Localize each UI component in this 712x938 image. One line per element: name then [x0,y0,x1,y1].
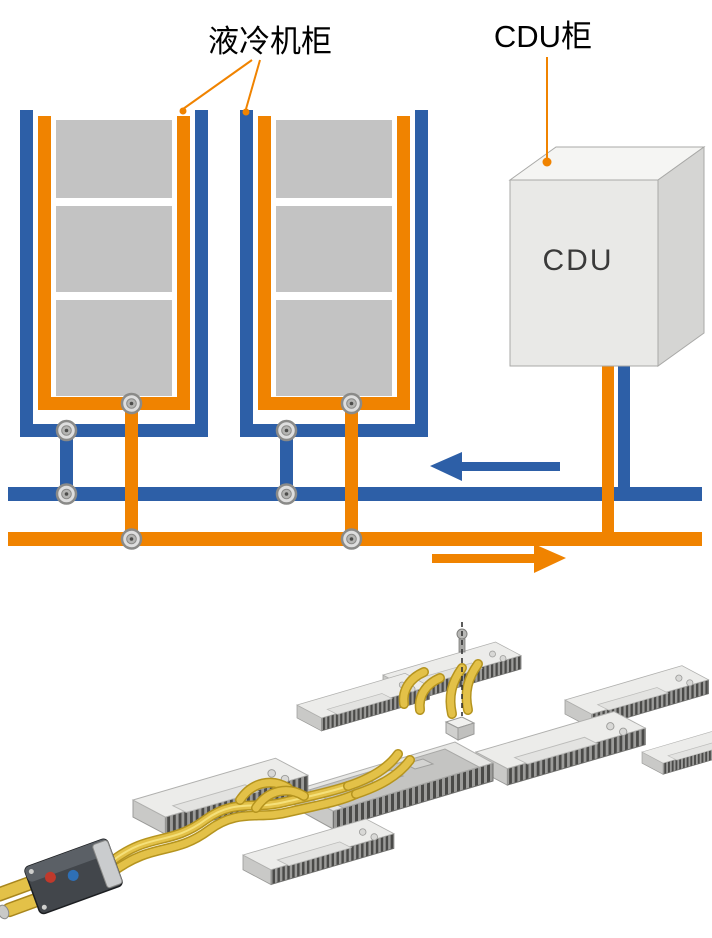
server-assembly-illustration [0,622,712,920]
flow-arrow-left [430,452,560,481]
server-block [276,300,392,396]
cabinet-blue-pipe-left [20,110,33,437]
valve [120,392,143,415]
cabinet-blue-pipe-bottom [240,424,428,437]
server-module [475,711,646,786]
cabinet-blue-pipe-right [415,110,428,437]
valve [55,419,78,442]
valve [55,483,78,505]
server-block [276,120,392,198]
cdu-blue-riser-pipe [618,366,630,501]
cdu-label: CDU柜 [494,19,592,54]
liquid-cooling-cabinet-2 [240,110,428,546]
blue-port-marker [67,869,79,881]
cabinet-orange-pipe-left [258,116,271,410]
cdu-orange-riser-pipe [602,366,614,546]
connector-metal-end [92,840,123,889]
valve [340,528,363,550]
cabinet-orange-pipe-right [397,116,410,410]
cabinet-blue-pipe-bottom [20,424,208,437]
valve [275,483,298,505]
server-module [242,818,395,885]
server-block [56,300,172,396]
leader-dot [542,157,552,167]
cabinet-orange-pipe-right [177,116,190,410]
server-block [276,206,392,292]
insert-connector-block [444,716,476,741]
screw-icon [28,869,34,875]
cabinet-orange-pipe-bottom [38,397,190,410]
cdu-box: CDU [508,146,706,367]
server-module [564,665,709,729]
liquid-cooling-cabinet-1 [20,110,208,546]
server-module [641,724,712,775]
server-block [56,206,172,292]
leader-dot [179,107,187,115]
cdu-box-side-face [657,146,705,367]
valve [340,392,363,415]
cabinet-orange-drop-pipe [125,410,138,546]
flow-arrow-right [432,544,566,573]
liquid-quick-connector [0,838,123,920]
valve [275,419,298,442]
cdu-box-text: CDU [543,244,614,277]
cabinet-blue-pipe-left [240,110,253,437]
red-port-marker [44,871,56,883]
cabinet-leader-line [245,59,261,110]
cabinet-orange-drop-pipe [345,410,358,546]
screw-icon [41,904,47,910]
valve [120,528,143,550]
barrel-tip [0,904,10,920]
leader-dot [242,108,250,116]
server-block [56,120,172,198]
coolant-tubes [107,659,483,876]
cdu-box-front-face [509,179,659,367]
cabinet-leader-line [182,59,253,110]
cabinet-orange-pipe-bottom [258,397,410,410]
insertion-guide [444,622,476,741]
connector-body-top [25,839,111,882]
cabinet-orange-pipe-left [38,116,51,410]
cabinet-blue-pipe-right [195,110,208,437]
cabinet-label: 液冷机柜 [208,24,332,59]
